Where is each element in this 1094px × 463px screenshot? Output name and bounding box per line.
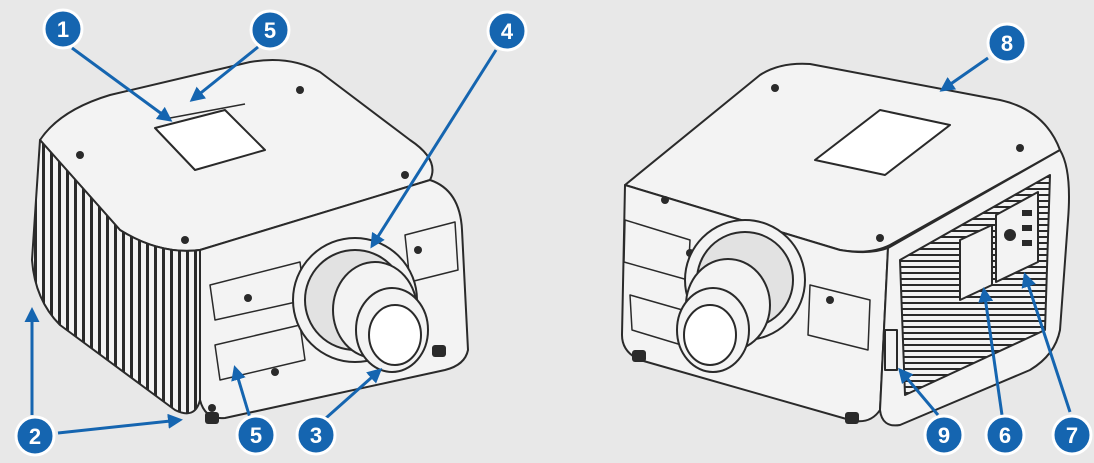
callout-badge-9: 9 [923,414,965,456]
right-side-connector [884,329,898,371]
callout-number-9: 9 [938,423,950,448]
right-lcd-display [959,224,993,301]
callout-badge-4: 4 [486,10,528,52]
arrow-2-right [57,413,183,435]
callout-number-7: 7 [1066,423,1078,448]
callout-badge-6: 6 [984,414,1026,456]
arrow-9 [898,367,940,416]
right-projector [621,62,1070,427]
arrow-3 [325,368,383,420]
right-lens-glass [683,304,737,366]
callout-badge-7: 7 [1051,414,1093,456]
callout-badge-2: 2 [14,415,56,457]
callout-number-5-bottom: 5 [250,423,262,448]
left-top-window [154,109,266,171]
callout-number-1: 1 [57,17,69,42]
callout-number-3: 3 [310,423,322,448]
callout-number-6: 6 [999,423,1011,448]
callout-badge-5-bottom: 5 [235,414,277,456]
arrow-1 [71,46,173,122]
callout-badge-8: 8 [986,22,1028,64]
left-side-grille [31,139,201,415]
left-projector [31,59,469,424]
callout-number-5-top: 5 [264,18,276,43]
arrow-8 [939,56,989,92]
callout-number-8: 8 [1001,31,1013,56]
arrow-6 [978,287,1004,416]
callout-badge-1: 1 [42,8,84,50]
arrow-7 [1021,272,1072,413]
arrow-5-top [189,45,259,102]
left-lens-glass [368,304,422,366]
callout-badge-5-top: 5 [249,9,291,51]
callout-arrows [24,45,1072,435]
callout-number-2: 2 [29,424,41,449]
arrow-5-bottom [231,365,252,419]
right-top-window [814,109,951,176]
arrow-4 [370,49,498,249]
callout-number-4: 4 [501,19,514,44]
callout-badge-3: 3 [295,414,337,456]
